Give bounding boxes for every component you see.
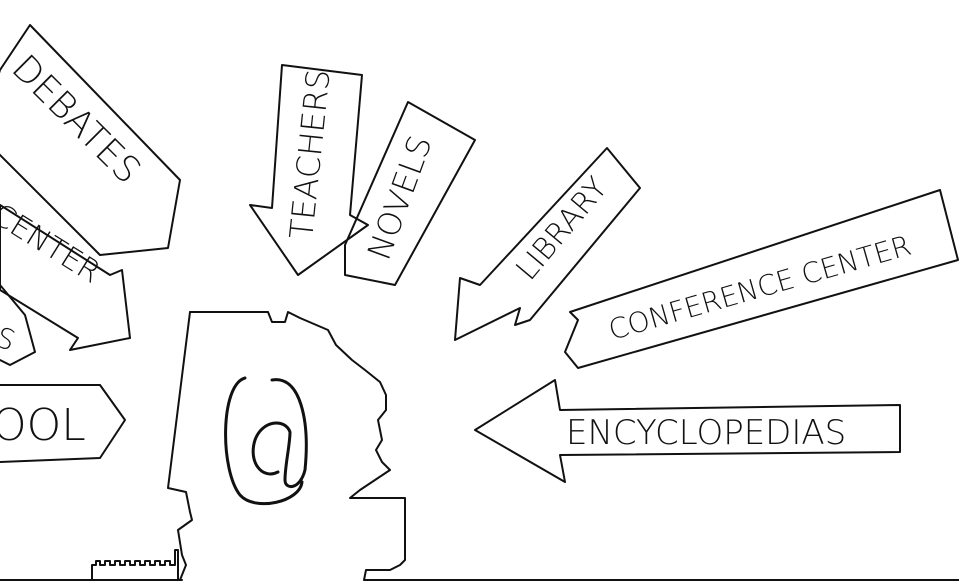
label-teachers: TEACHERS <box>282 68 338 241</box>
label-debates: DEBATES <box>4 47 149 192</box>
arrow-teachers <box>249 64 369 276</box>
at-symbol-outer <box>224 376 304 506</box>
label-center-left: CENTER <box>0 197 106 291</box>
arrow-encyclopedias <box>474 379 901 483</box>
building-outline <box>189 311 959 581</box>
arrow-debates <box>0 24 181 256</box>
arrow-conference-center <box>564 189 959 369</box>
label-partial-s: S <box>0 321 20 358</box>
building-left-edge <box>167 311 193 581</box>
arrow-school <box>0 384 126 463</box>
label-novels: NOVELS <box>360 131 440 265</box>
label-encyclopedias: ENCYCLOPEDIAS <box>566 413 846 453</box>
label-school: OOL <box>0 400 86 451</box>
arrow-novels <box>344 101 476 286</box>
arrow-center <box>0 204 131 351</box>
at-symbol-inner <box>251 378 308 488</box>
label-library: LIBRARY <box>509 171 615 287</box>
arrow-partial-s <box>0 284 36 366</box>
battlement <box>91 549 179 581</box>
label-conference-center: CONFERENCE CENTER <box>605 229 915 347</box>
arrow-library <box>454 147 641 341</box>
